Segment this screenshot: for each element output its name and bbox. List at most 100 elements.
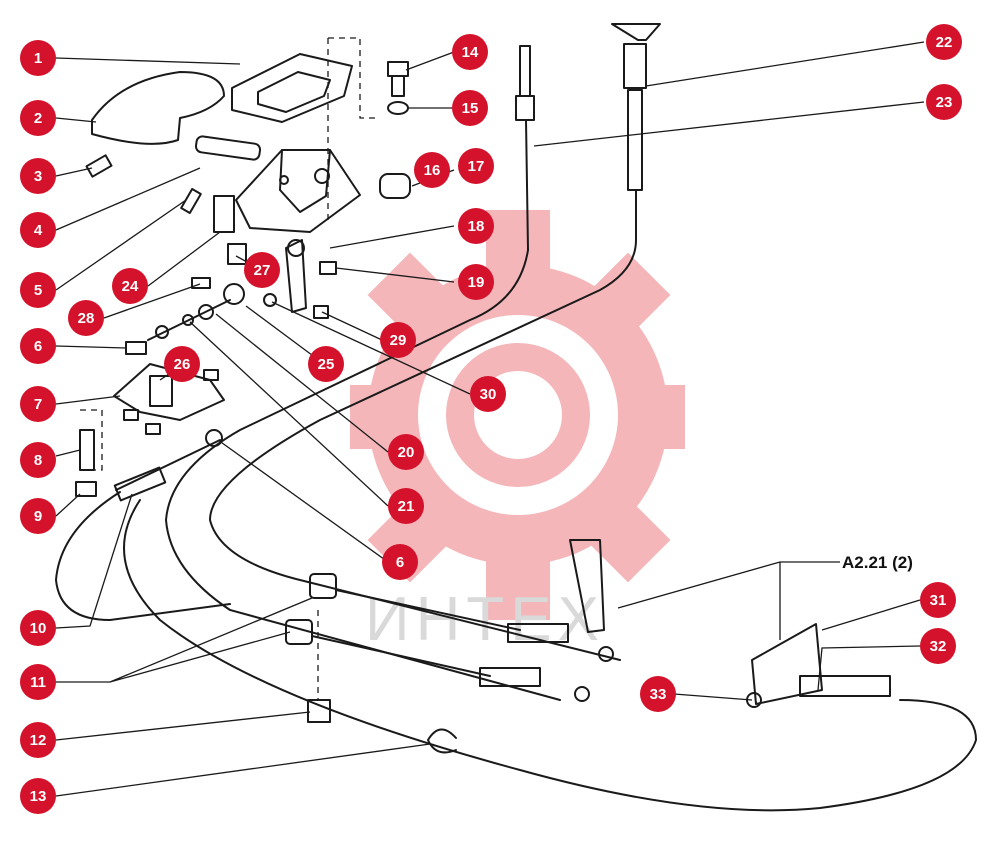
svg-text:15: 15 [462,100,479,117]
cable-end-fitting [115,439,221,491]
clevis-28 [191,277,211,289]
cable-connector-11b [285,619,590,702]
stud-8 [79,429,95,471]
svg-text:8: 8 [34,452,42,469]
callout-badge: 5 [20,272,56,308]
svg-text:26: 26 [174,356,191,373]
svg-text:20: 20 [398,444,415,461]
nut-21 [182,314,194,326]
pedal-rubber-pad [231,53,353,123]
callout-badge: 32 [920,628,956,664]
callout-badge: 22 [926,24,962,60]
svg-text:22: 22 [936,34,953,51]
callout-badge: 3 [20,158,56,194]
callout-badge: 24 [112,268,148,304]
callout-badge: 11 [20,664,56,700]
svg-text:13: 13 [30,788,47,805]
svg-text:23: 23 [936,94,953,111]
svg-text:24: 24 [122,278,139,295]
callout-badge: 14 [452,34,488,70]
cable-run-main-1 [208,189,637,661]
svg-text:31: 31 [930,592,947,609]
callout-badge: 18 [458,208,494,244]
svg-text:25: 25 [318,356,335,373]
svg-text:7: 7 [34,396,42,413]
cable-connector-11a [309,573,614,662]
washer-30 [263,293,277,307]
leader-lines [55,41,925,797]
svg-text:6: 6 [34,338,42,355]
pedal-bracket [235,149,361,233]
callout-badge: 33 [640,676,676,712]
callout-badge: 20 [388,434,424,470]
watermark-text: ИНТЕХ [365,585,605,654]
linkage-rod [147,299,231,341]
callout-badge: 27 [244,252,280,288]
ball-joint-25 [223,283,245,305]
bolt-6-top [125,341,147,355]
cable-run-long-loop [123,499,978,812]
throttle-cable-22 [611,23,661,191]
cable-run-left-loop [54,491,231,622]
cable-23 [515,45,535,251]
svg-text:10: 10 [30,620,47,637]
svg-text:27: 27 [254,262,271,279]
callout-badge: 6 [20,328,56,364]
callout-badge: 23 [926,84,962,120]
callout-badge: 16 [414,152,450,188]
callout-badge: 19 [458,264,494,300]
callout-badge: 28 [68,300,104,336]
pedal-plate [91,71,225,145]
callout-badge: 12 [20,722,56,758]
lever-eye [287,239,305,257]
svg-text:33: 33 [650,686,667,703]
callout-badges: 1 2 3 4 5 6 7 8 9 10 11 12 13 14 15 16 1… [20,24,962,814]
nut-plate-c [145,423,161,435]
dashed-group-bracket-top [327,37,378,220]
callout-badge: 1 [20,40,56,76]
callout-badge: 29 [380,322,416,358]
spacer-27 [227,243,247,265]
svg-text:18: 18 [468,218,485,235]
callout-badge: 6 [382,544,418,580]
callout-badge: 31 [920,582,956,618]
mount-26 [149,375,173,407]
nut-29 [313,305,329,319]
svg-text:2: 2 [34,110,42,127]
svg-text:17: 17 [468,158,485,175]
spring-pin-5 [180,187,202,215]
svg-text:11: 11 [30,674,46,691]
dashed-group-bracket-left [80,409,103,471]
pivot-shaft [194,135,262,161]
svg-text:29: 29 [390,332,407,349]
svg-text:12: 12 [30,732,47,749]
callout-badge: 4 [20,212,56,248]
lock-nut [155,325,169,339]
svg-text:16: 16 [424,162,441,179]
svg-text:1: 1 [34,50,42,67]
callout-badge: 7 [20,386,56,422]
reference-label: A2.21 (2) [842,553,913,572]
callout-badge: 21 [388,488,424,524]
support-bracket [569,539,605,633]
svg-text:9: 9 [34,508,42,525]
callout-badge: 9 [20,498,56,534]
nut-20 [198,304,214,320]
adjuster-barrel [113,466,167,502]
callout-badge: 25 [308,346,344,382]
svg-text:28: 28 [78,310,95,327]
callout-badge: 13 [20,778,56,814]
callout-badge: 15 [452,90,488,126]
cable-run-main-2 [164,249,561,701]
bracket-plate-31 [751,623,823,705]
callout-badge: 2 [20,100,56,136]
bushing-16 [379,173,411,199]
callout-badge: 17 [458,148,494,184]
callout-badge: 8 [20,442,56,478]
bolt-12 [307,699,331,723]
cable-end-32 [799,675,891,697]
spring-pin-3 [85,154,113,178]
washer-15 [387,101,409,115]
callout-badge: 30 [470,376,506,412]
